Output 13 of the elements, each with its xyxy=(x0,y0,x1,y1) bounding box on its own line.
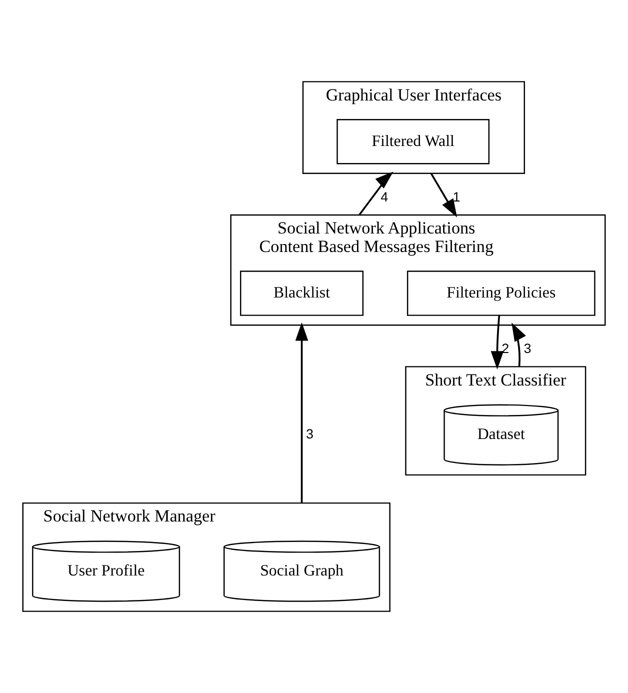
edge-label: 3 xyxy=(524,340,532,356)
edge-label: 4 xyxy=(380,189,388,204)
edge-label: 1 xyxy=(452,189,460,204)
arrow xyxy=(512,322,526,367)
node-box: Blacklist xyxy=(240,270,364,316)
node-box: Filtered Wall xyxy=(336,118,490,164)
arrow xyxy=(358,172,394,216)
edge-label: 2 xyxy=(502,340,510,356)
edge-label: 3 xyxy=(306,426,314,442)
arrow xyxy=(295,322,308,504)
node-box: Filtering Policies xyxy=(406,270,596,316)
arrow xyxy=(490,315,504,370)
arrow xyxy=(430,172,458,218)
